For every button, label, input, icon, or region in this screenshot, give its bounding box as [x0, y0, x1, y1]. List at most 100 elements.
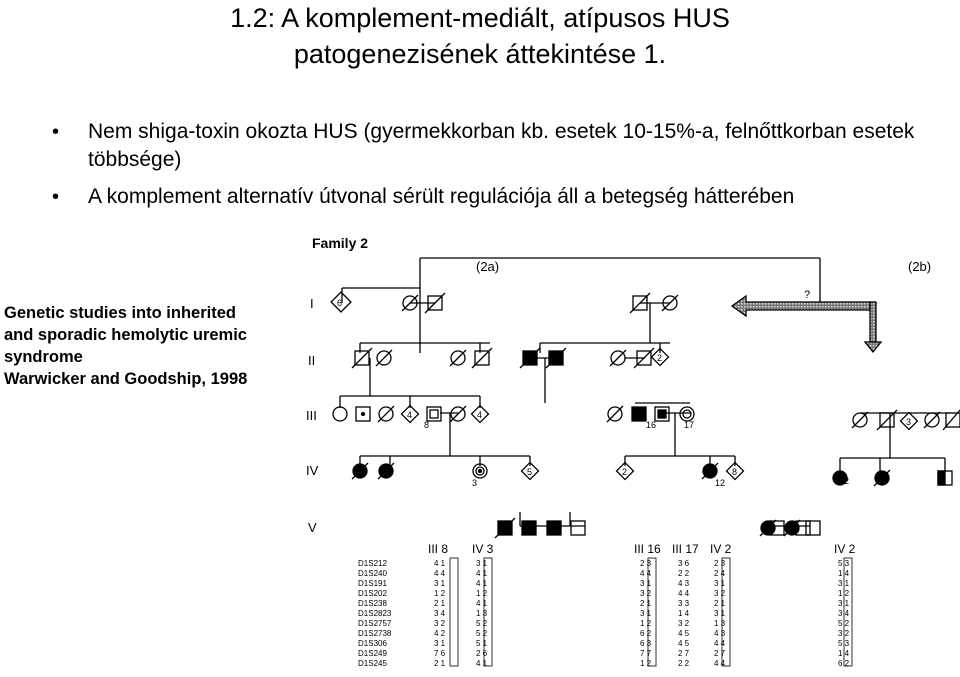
svg-text:2: 2	[657, 353, 662, 363]
haplotype-cell: 4 4	[714, 659, 726, 668]
haplotype-header: IV 2	[710, 542, 732, 556]
marker-label: D1S191	[358, 579, 387, 588]
haplotype-header: IV 3	[472, 542, 494, 556]
generation-label: III	[306, 408, 317, 423]
haplotype-cell: 2 1	[434, 659, 446, 668]
generation-label: IV	[306, 463, 319, 478]
haplotype-cell: 2 6	[476, 649, 488, 658]
title-line-1: 1.2: A komplement-mediált, atípusos HUS	[230, 3, 730, 33]
haplotype-cell: 7 7	[640, 649, 652, 658]
haplotype-cell: 2 7	[714, 649, 726, 658]
haplotype-cell: 1 2	[640, 619, 652, 628]
bullet-dot-icon: •	[52, 186, 60, 208]
haplotype-cell: 4 5	[678, 639, 690, 648]
generation-iv-individuals: 3 5 2 12 8 2	[351, 461, 953, 488]
svg-text:16: 16	[646, 420, 656, 430]
caption-line: and sporadic hemolytic uremic	[4, 326, 247, 344]
question-mark: ?	[804, 289, 810, 301]
haplotype-cell: 3 2	[678, 619, 690, 628]
bullet-item: • A komplement alternatív útvonal sérült…	[52, 183, 942, 211]
haplotype-cell: 2 4	[714, 569, 726, 578]
haplotype-header: III 16	[634, 542, 661, 556]
haplotype-cell: 1 2	[476, 589, 488, 598]
generation-ii-individuals: 2	[351, 347, 670, 369]
haplotype-cell: 5 2	[476, 619, 488, 628]
haplotype-cell: 3 1	[640, 609, 652, 618]
pedigree-figure: Family 2 (2a) (2b) ? I II III IV V	[300, 228, 960, 677]
figure-title: Family 2	[312, 235, 368, 251]
haplotype-cell: 2 7	[678, 649, 690, 658]
haplotype-cell: 3 2	[640, 589, 652, 598]
haplotype-header: IV 2	[834, 542, 856, 556]
svg-text:8: 8	[424, 420, 429, 430]
haplotype-cell: 4 1	[476, 599, 488, 608]
svg-text:3: 3	[906, 417, 911, 427]
haplotype-cell: 4 1	[476, 579, 488, 588]
haplotype-cell: 4 1	[476, 569, 488, 578]
haplotype-cell: 4 2	[434, 629, 446, 638]
generation-label: V	[308, 520, 317, 535]
haplotype-cell: 3 2	[714, 589, 726, 598]
haplotype-cell: 2 1	[714, 599, 726, 608]
haplotype-cell: 3 6	[678, 559, 690, 568]
svg-text:4: 4	[407, 410, 412, 420]
haplotype-cell: 2 1	[640, 599, 652, 608]
svg-text:2: 2	[622, 467, 627, 477]
haplotype-cell: 4 4	[640, 569, 652, 578]
svg-text:5: 5	[527, 467, 532, 477]
haplotype-header: III 8	[428, 542, 448, 556]
haplotype-cell: 4 4	[714, 639, 726, 648]
branch-label-2b: (2b)	[908, 259, 931, 274]
haplotype-cell: 1 4	[678, 609, 690, 618]
caption-citation: Warwicker and Goodship, 1998	[4, 370, 248, 388]
haplotype-cell: 4 4	[678, 589, 690, 598]
generation-i-individuals: 6	[330, 291, 679, 314]
haplotype-cell: 1 3	[714, 619, 726, 628]
haplotype-cell: 3 1	[476, 559, 488, 568]
haplotype-cell: 2 1	[434, 599, 446, 608]
generation-label: I	[310, 296, 314, 311]
haplotype-cell: 2 3	[640, 559, 652, 568]
marker-label: D1S240	[358, 569, 387, 578]
bullet-list: • Nem shiga-toxin okozta HUS (gyermekkor…	[52, 118, 942, 220]
haplotype-cell: 4 1	[476, 659, 488, 668]
caption-line: syndrome	[4, 348, 83, 366]
haplotype-cell: 3 1	[714, 579, 726, 588]
marker-label: D1S212	[358, 559, 387, 568]
haplotype-cell: 3 1	[434, 639, 446, 648]
bullet-text: Nem shiga-toxin okozta HUS (gyermekkorba…	[88, 120, 915, 171]
haplotype-cell: 7 6	[434, 649, 446, 658]
marker-label: D1S245	[358, 659, 387, 668]
haplotype-cell: 5 2	[476, 629, 488, 638]
title-line-2: patogenezisének áttekintése 1.	[293, 39, 667, 69]
generation-v-individuals	[494, 517, 821, 539]
haplotype-cell: 3 1	[434, 579, 446, 588]
svg-text:4: 4	[477, 410, 482, 420]
branch-label-2a: (2a)	[476, 259, 499, 274]
haplotype-cell: 3 1	[714, 609, 726, 618]
slide-title: 1.2: A komplement-mediált, atípusos HUS …	[0, 0, 960, 72]
haplotype-cell: 3 1	[640, 579, 652, 588]
haplotype-cell: 1 3	[476, 609, 488, 618]
haplotype-cell: 3 2	[434, 619, 446, 628]
generation-label: II	[308, 353, 315, 368]
haplotype-cell: 4 1	[434, 559, 446, 568]
svg-text:6: 6	[337, 298, 342, 308]
haplotype-cell: 5 1	[476, 639, 488, 648]
bullet-text: A komplement alternatív útvonal sérült r…	[88, 185, 795, 208]
haplotype-header: III 17	[672, 542, 699, 556]
bullet-item: • Nem shiga-toxin okozta HUS (gyermekkor…	[52, 118, 942, 174]
marker-label: D1S238	[358, 599, 387, 608]
haplotype-table: III 8 IV 3 III 16 III 17 IV 2 IV 2 D1S21…	[358, 542, 856, 668]
marker-label: D1S2823	[358, 609, 392, 618]
haplotype-cell: 6 2	[640, 629, 652, 638]
haplotype-cell: 4 3	[678, 579, 690, 588]
marker-label: D1S249	[358, 649, 387, 658]
haplotype-cell: 2 2	[678, 569, 690, 578]
haplotype-cell: 3 4	[434, 609, 446, 618]
haplotype-cell: 4 3	[714, 629, 726, 638]
haplotype-cell: 4 5	[678, 629, 690, 638]
svg-text:12: 12	[715, 478, 725, 488]
marker-label: D1S306	[358, 639, 387, 648]
